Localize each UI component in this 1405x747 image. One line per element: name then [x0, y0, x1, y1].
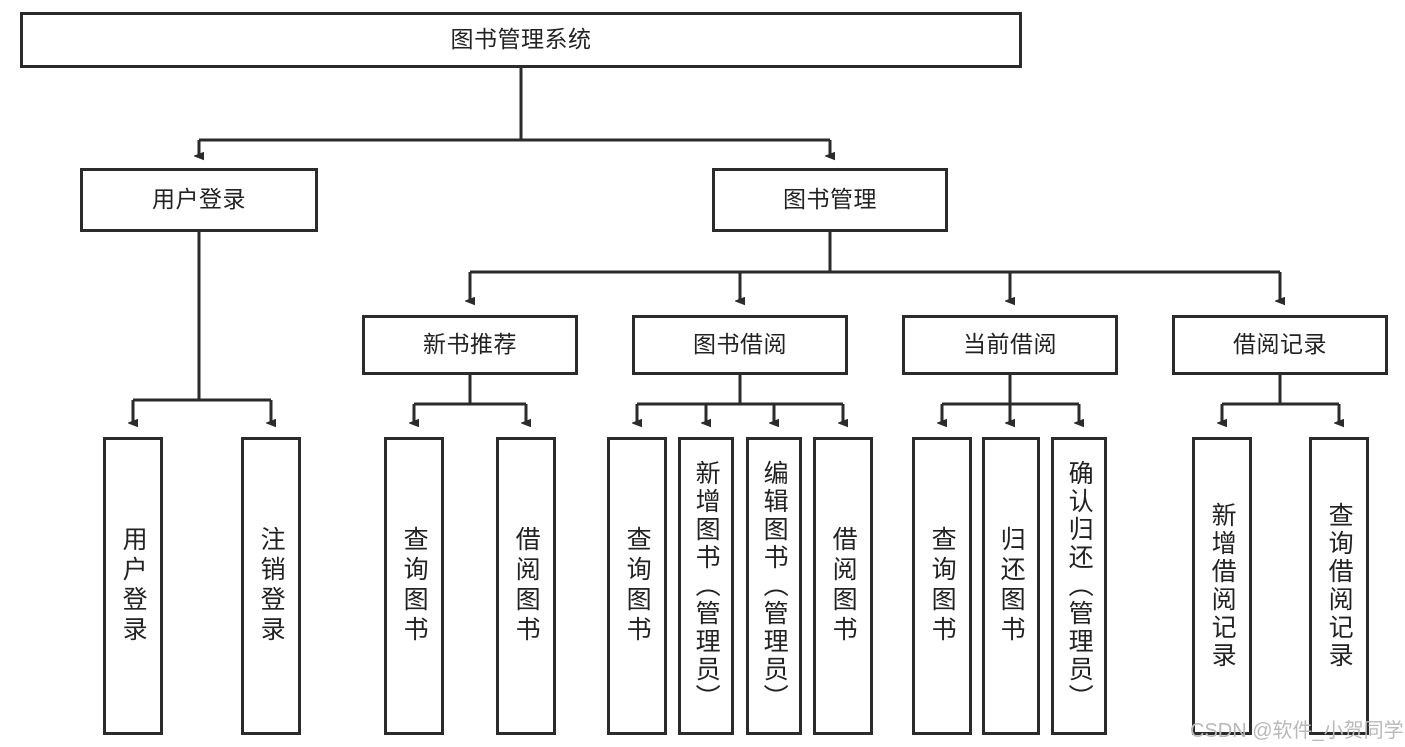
leaf-edit-book-admin[interactable]: 编辑图书（管理员） [746, 437, 802, 735]
node-root-system[interactable]: 图书管理系统 [20, 12, 1022, 68]
leaf-add-borrow-record[interactable]: 新增借阅记录 [1192, 437, 1252, 735]
node-label: 当前借阅 [963, 331, 1057, 358]
node-label: 查询图书 [400, 526, 429, 646]
leaf-confirm-return-admin[interactable]: 确认归还（管理员） [1051, 437, 1107, 735]
node-label: 借阅记录 [1233, 331, 1327, 358]
node-label: 用户登录 [152, 186, 246, 213]
leaf-query-book-recommend[interactable]: 查询图书 [384, 437, 444, 735]
leaf-query-borrow-record[interactable]: 查询借阅记录 [1309, 437, 1369, 735]
node-label: 注销登录 [257, 526, 286, 646]
node-label: 用户登录 [119, 526, 148, 646]
leaf-return-book[interactable]: 归还图书 [982, 437, 1040, 735]
leaf-query-book-borrow[interactable]: 查询图书 [607, 437, 667, 735]
leaf-borrow-book-recommend[interactable]: 借阅图书 [496, 437, 556, 735]
node-label: 编辑图书（管理员） [760, 460, 789, 712]
node-label: 图书管理系统 [450, 26, 592, 53]
node-user-login[interactable]: 用户登录 [80, 168, 318, 232]
node-label: 查询图书 [623, 526, 652, 646]
node-label: 归还图书 [997, 526, 1026, 646]
node-label: 新增图书（管理员） [692, 460, 721, 712]
node-new-book-recommend[interactable]: 新书推荐 [362, 315, 578, 375]
node-book-management[interactable]: 图书管理 [712, 168, 948, 232]
leaf-borrow-book[interactable]: 借阅图书 [813, 437, 873, 735]
node-label: 查询借阅记录 [1325, 502, 1354, 670]
csdn-watermark: CSDN @软件_小贺同学 [1190, 720, 1404, 742]
node-borrow-record[interactable]: 借阅记录 [1172, 315, 1388, 375]
leaf-user-login[interactable]: 用户登录 [103, 437, 163, 735]
leaf-logout-login[interactable]: 注销登录 [241, 437, 301, 735]
node-current-borrow[interactable]: 当前借阅 [902, 315, 1118, 375]
node-book-borrow[interactable]: 图书借阅 [632, 315, 848, 375]
node-label: 新书推荐 [423, 331, 517, 358]
node-label: 图书管理 [783, 186, 877, 213]
leaf-add-book-admin[interactable]: 新增图书（管理员） [678, 437, 734, 735]
node-label: 查询图书 [928, 526, 957, 646]
node-label: 图书借阅 [693, 331, 787, 358]
node-label: 借阅图书 [512, 526, 541, 646]
node-label: 借阅图书 [829, 526, 858, 646]
node-label: 确认归还（管理员） [1065, 460, 1094, 712]
node-label: 新增借阅记录 [1208, 502, 1237, 670]
leaf-query-book-current[interactable]: 查询图书 [912, 437, 972, 735]
